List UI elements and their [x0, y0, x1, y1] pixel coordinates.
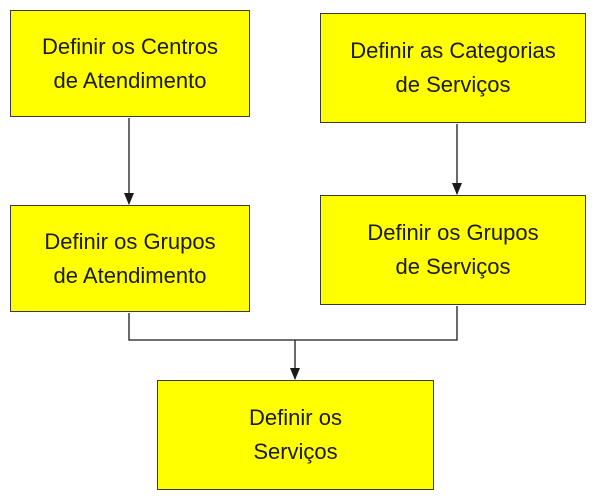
node-categorias-servicos: Definir as Categorias de Serviços	[320, 13, 586, 123]
node-grupos-atendimento-line2: de Atendimento	[53, 262, 207, 288]
node-servicos-line1: Definir os	[249, 405, 342, 430]
node-grupos-atendimento: Definir os Grupos de Atendimento	[10, 205, 250, 312]
node-grupos-servicos-line2: de Serviços	[395, 254, 511, 279]
node-grupos-servicos-line1: Definir os Grupos	[367, 220, 539, 245]
node-categorias-servicos-line1: Definir as Categorias	[350, 38, 556, 63]
node-servicos: Definir os Serviços	[157, 380, 434, 490]
node-servicos-line2: Serviços	[253, 439, 338, 464]
edge-grupos-atendimento-to-merge	[128, 313, 295, 341]
node-centros-atendimento-line2: de Atendimento	[53, 67, 207, 93]
node-centros-atendimento: Definir os Centros de Atendimento	[10, 10, 250, 117]
node-centros-atendimento-line1: Definir os Centros	[41, 33, 219, 59]
node-grupos-servicos: Definir os Grupos de Serviços	[320, 195, 586, 305]
node-categorias-servicos-line2: de Serviços	[395, 72, 511, 97]
edge-grupos-servicos-to-merge	[295, 306, 458, 341]
node-grupos-atendimento-line1: Definir os Grupos	[44, 228, 216, 254]
